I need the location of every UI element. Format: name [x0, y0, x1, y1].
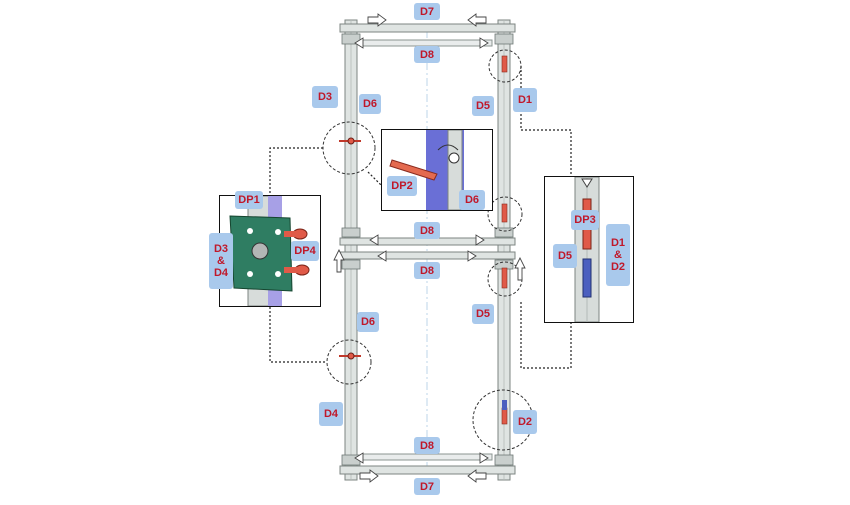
label-dp2: DP2 [387, 176, 417, 196]
mid-ledger-upper [339, 237, 516, 246]
label-d7-bottom: D7 [414, 478, 440, 495]
pin-detail-drawing [389, 130, 464, 210]
label-d1-d2: D1 & D2 [606, 224, 630, 286]
label-d5-lower: D5 [472, 304, 494, 324]
red-pins [501, 55, 508, 425]
label-d4: D4 [319, 402, 343, 426]
label-d8-top: D8 [414, 46, 440, 63]
right-post [497, 19, 511, 481]
label-d5-inset: D5 [553, 244, 577, 268]
bottom-ledger [339, 465, 516, 475]
label-d6-upper: D6 [359, 94, 381, 114]
bottom-inner-ledger [361, 453, 493, 461]
blue-pin [502, 400, 507, 410]
label-d2: D2 [513, 410, 537, 434]
left-pins [339, 137, 361, 360]
label-dp1: DP1 [235, 191, 263, 209]
label-d8-mid-lower: D8 [414, 262, 440, 279]
label-d3: D3 [312, 86, 338, 108]
mid-ledger-lower [339, 251, 516, 260]
label-d1: D1 [513, 88, 537, 112]
bracket-detail-drawing [229, 196, 310, 306]
corner-clamps [341, 33, 514, 466]
label-d7-top: D7 [414, 3, 440, 20]
label-d8-bottom: D8 [414, 437, 440, 454]
direction-arrows [333, 13, 526, 483]
label-d8-mid-upper: D8 [414, 222, 440, 239]
label-d5-upper: D5 [472, 96, 494, 116]
left-post [344, 19, 358, 481]
top-ledger [339, 23, 516, 33]
label-dp4: DP4 [291, 241, 319, 261]
label-d6-lower: D6 [357, 312, 379, 332]
label-d3-d4: D3 & D4 [209, 233, 233, 289]
label-dp3: DP3 [571, 210, 599, 230]
label-d6-inset: D6 [459, 190, 485, 210]
